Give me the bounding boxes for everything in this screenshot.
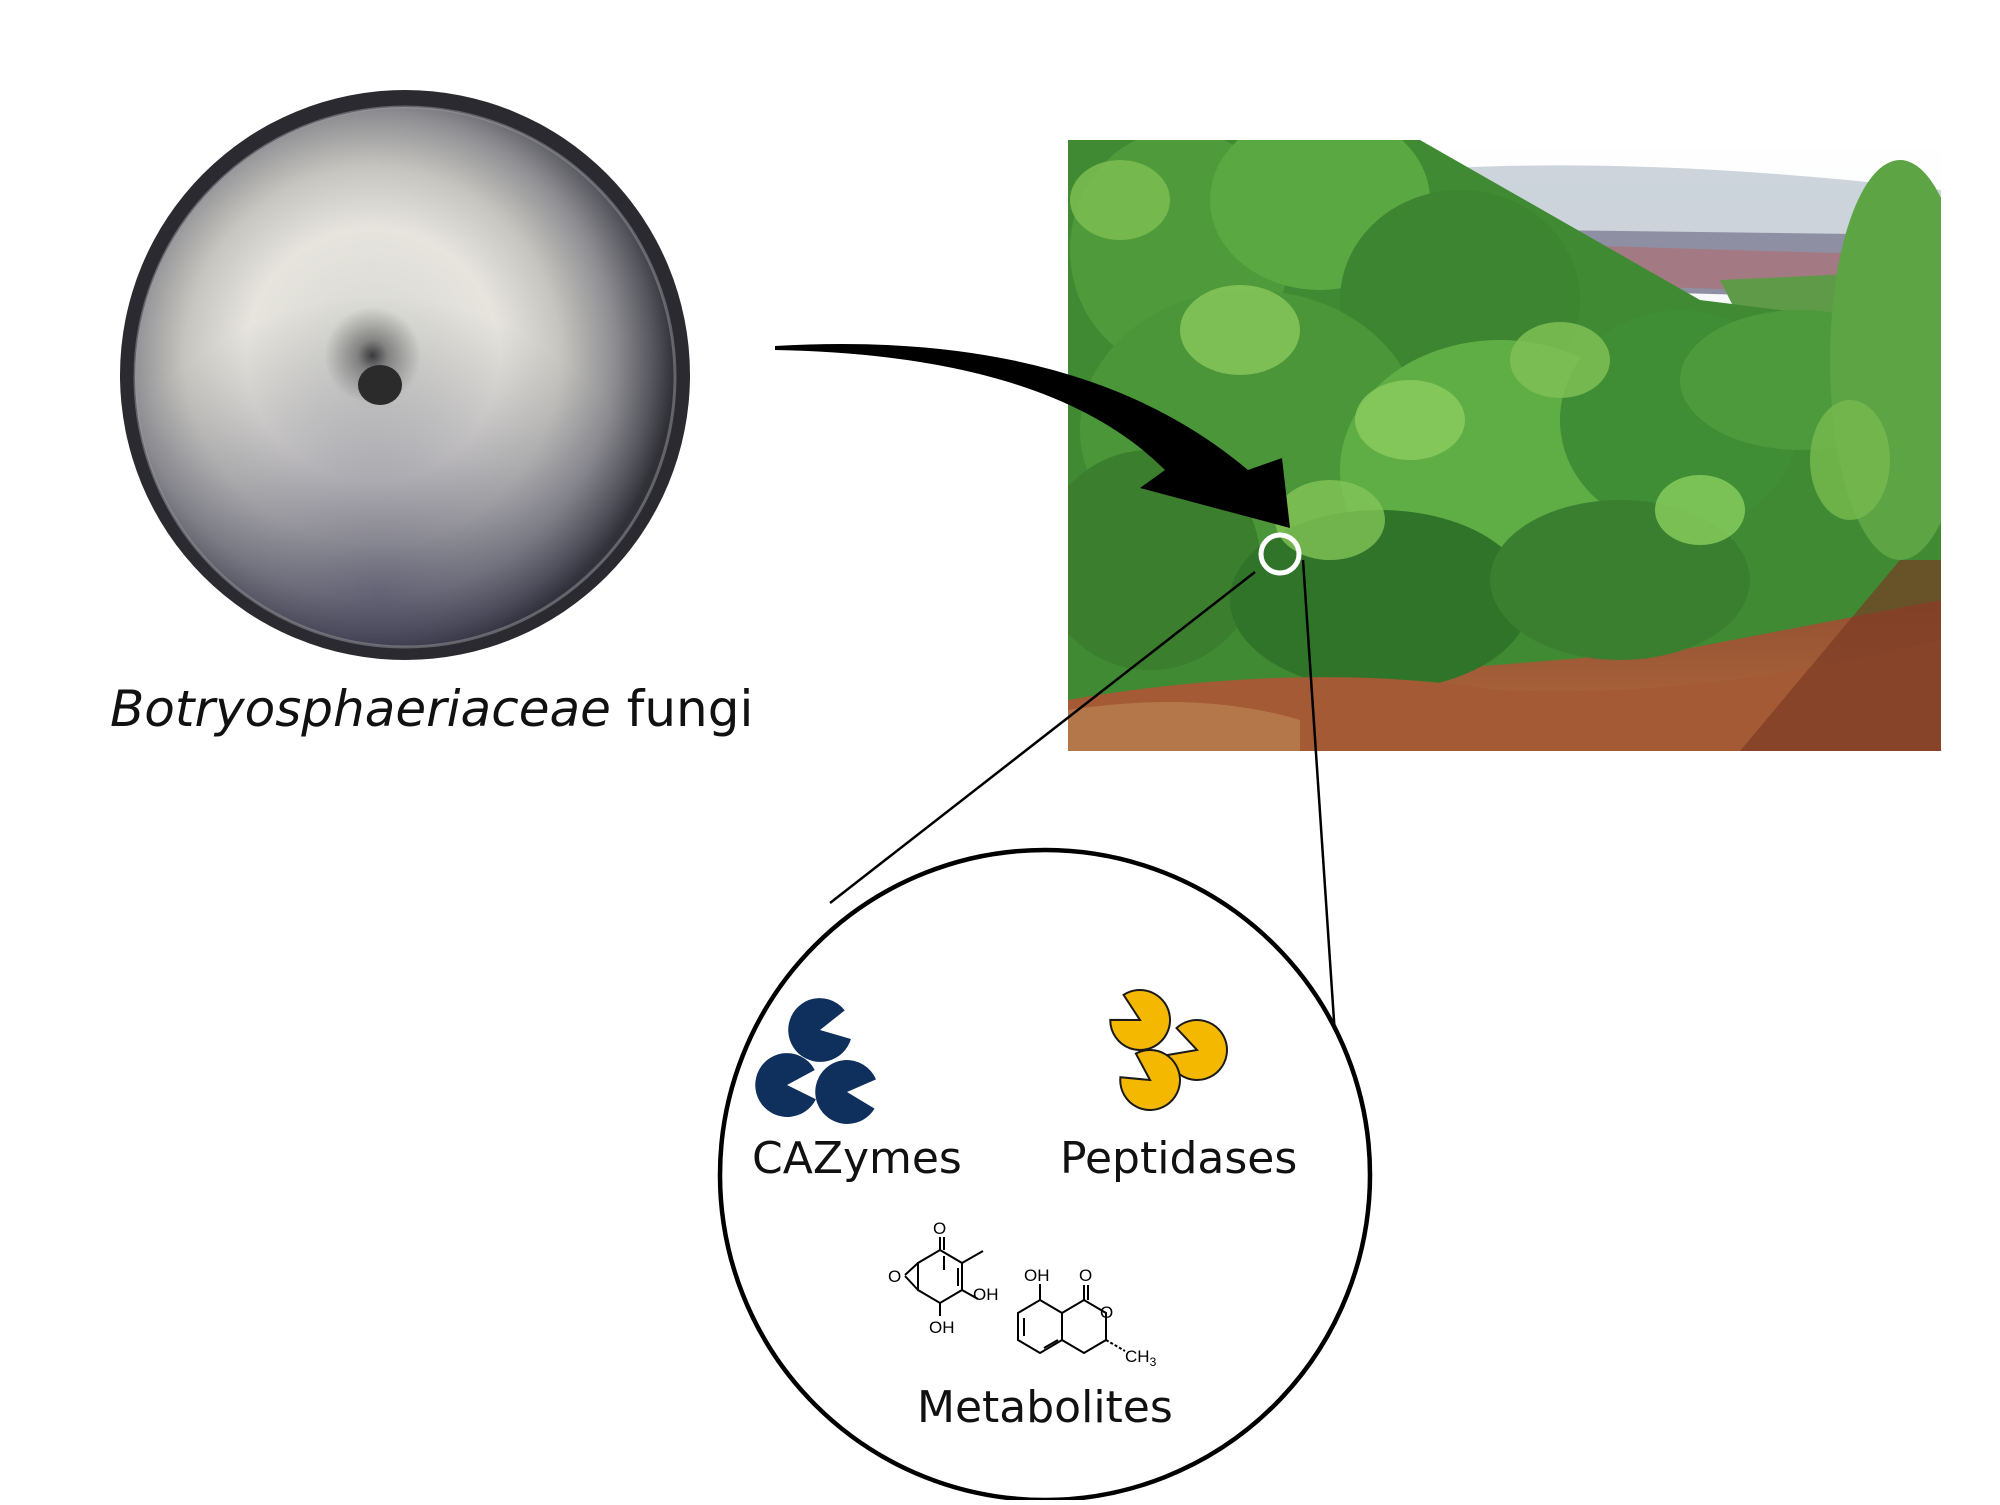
struct1-oh-bottom: OH xyxy=(929,1318,955,1337)
peptidase-shape xyxy=(1119,1049,1181,1111)
struct2-o-carbonyl: O xyxy=(1079,1266,1092,1285)
fungi-caption-rest: fungi xyxy=(610,680,754,738)
zoom-line-left xyxy=(829,571,1256,904)
structure-1-labels: O O OH OH xyxy=(888,1219,999,1337)
colony-center xyxy=(358,365,402,405)
peptidases-label: Peptidases xyxy=(1060,1133,1298,1184)
cazymes-label: CAZymes xyxy=(752,1133,962,1184)
petri-dish xyxy=(120,90,690,660)
petri-inner-edge xyxy=(133,105,677,649)
infection-arrow xyxy=(775,343,1290,528)
struct2-ch3: CH3 xyxy=(1125,1347,1157,1369)
colony-shading xyxy=(135,107,675,647)
cazyme-group xyxy=(755,998,877,1124)
struct1-o-epoxide: O xyxy=(888,1267,901,1286)
chemical-structure-1 xyxy=(904,1237,984,1316)
cazyme-shape xyxy=(788,998,851,1062)
peptidase-shape xyxy=(1109,989,1171,1051)
structure-2-labels: OH O O CH3 xyxy=(1024,1266,1157,1369)
metabolites-label: Metabolites xyxy=(917,1382,1173,1433)
chemical-structure-2 xyxy=(1017,1284,1126,1355)
fungi-caption-italic: Botryosphaeriaceae xyxy=(110,680,611,738)
infection-site-marker xyxy=(1258,532,1302,576)
struct2-oh: OH xyxy=(1024,1266,1050,1285)
cazyme-shape xyxy=(755,1053,816,1117)
fungi-caption: Botryosphaeriaceae fungi xyxy=(110,680,753,738)
struct1-o-top: O xyxy=(933,1219,946,1238)
peptidase-group xyxy=(1109,989,1228,1111)
zoom-line-right xyxy=(1301,559,1340,1081)
struct2-o-ring: O xyxy=(1100,1303,1113,1322)
struct1-oh-right: OH xyxy=(973,1285,999,1304)
cazyme-shape xyxy=(815,1060,877,1124)
